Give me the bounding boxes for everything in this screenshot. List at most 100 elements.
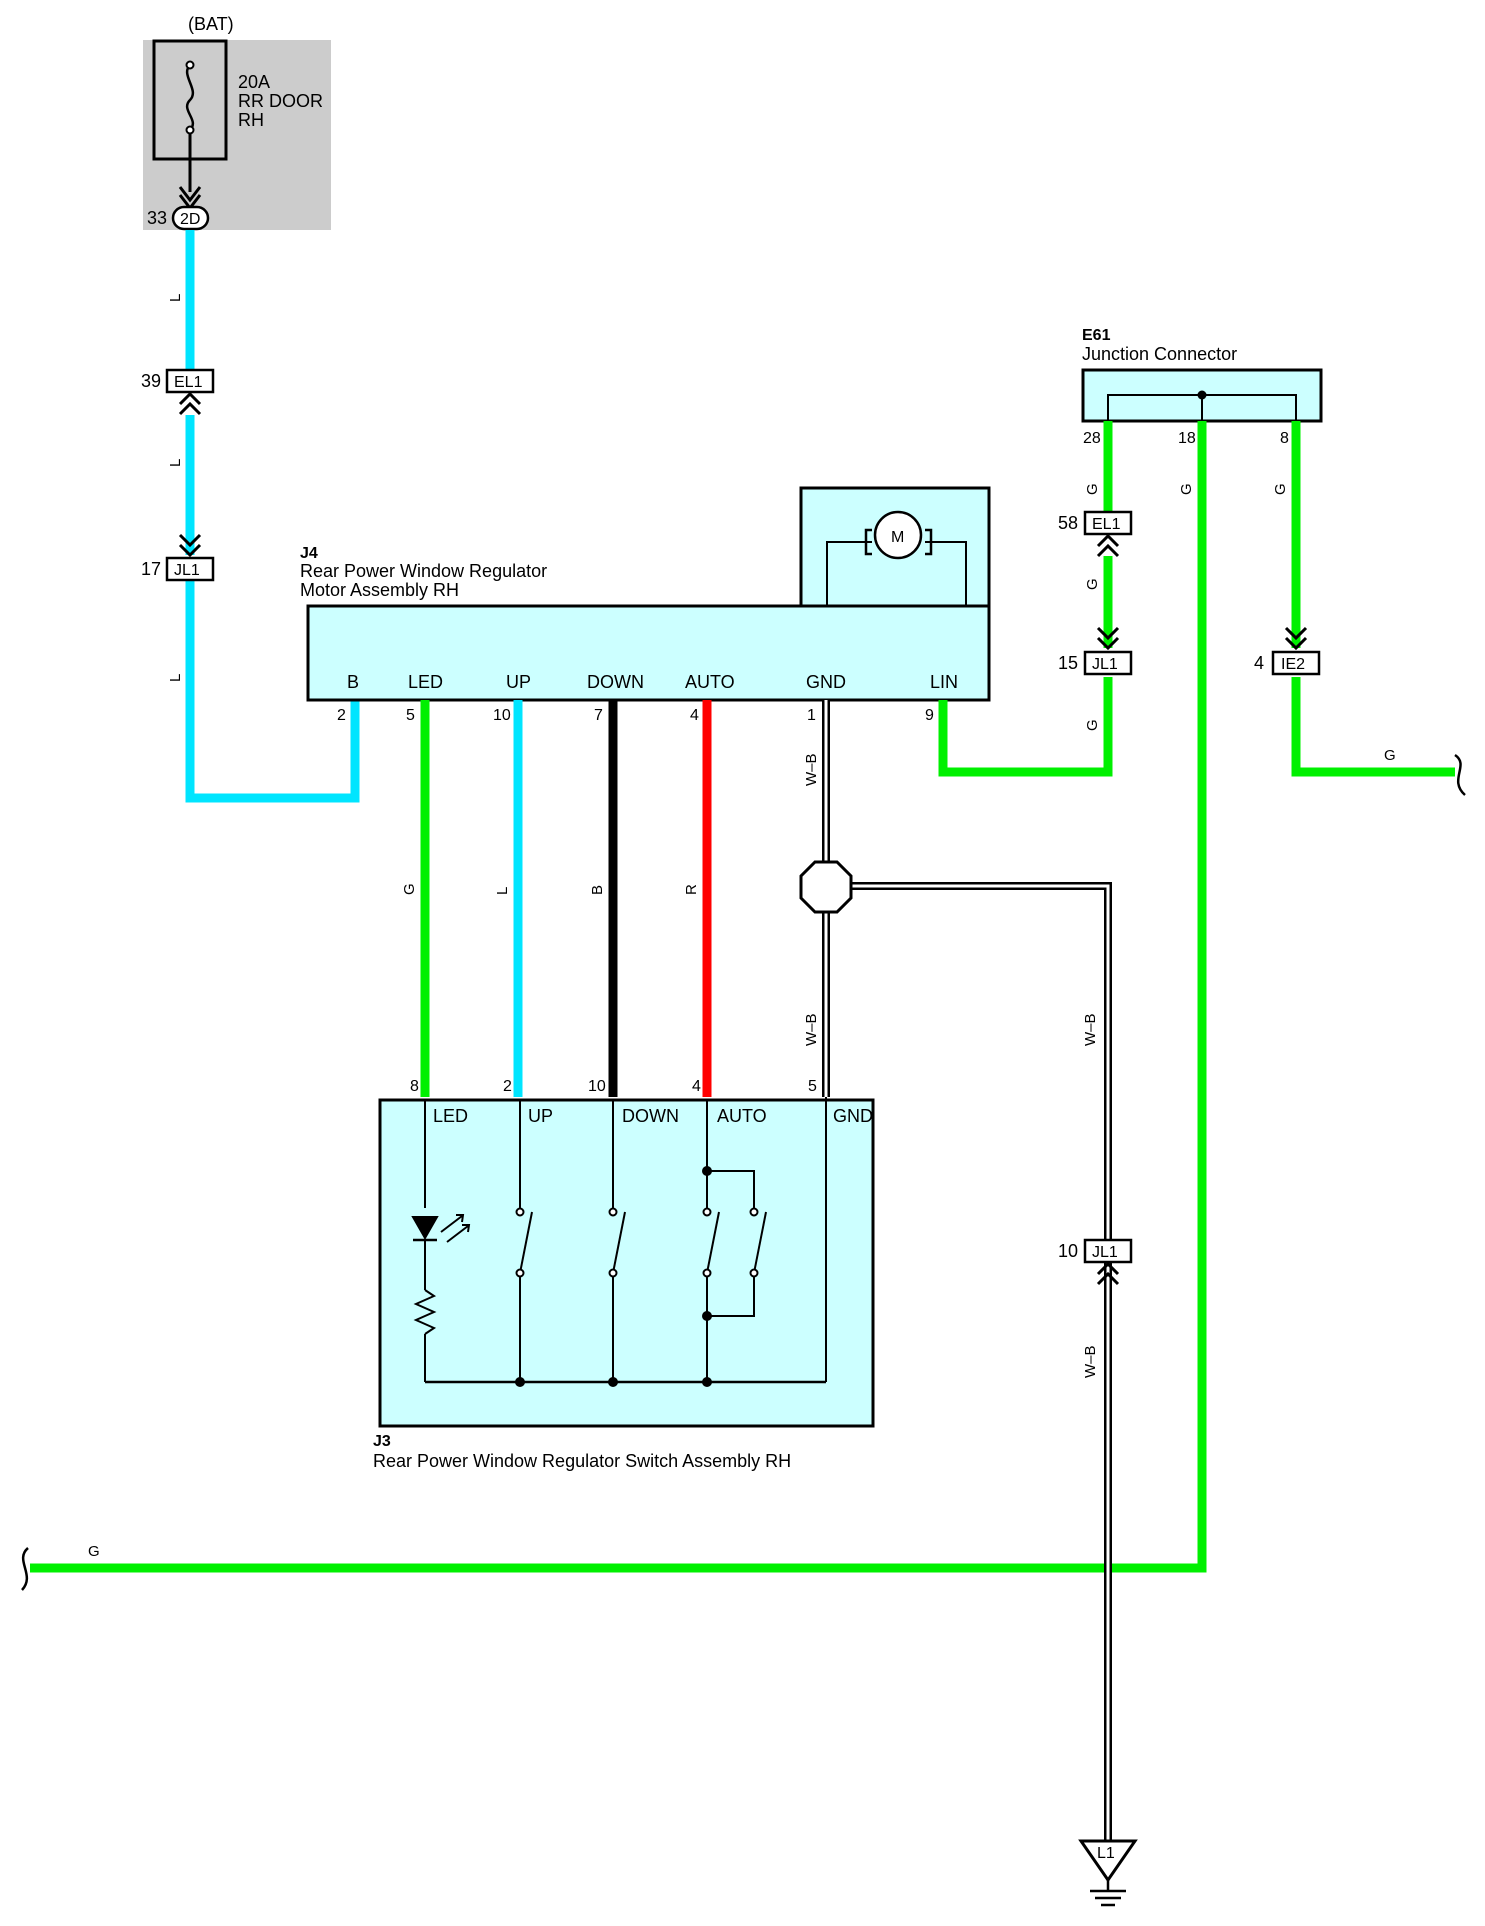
connector-jl1-left: JL1 17 <box>141 533 215 582</box>
fuse-terminal-bottom <box>185 125 195 135</box>
j4-id: J4 <box>300 545 318 562</box>
fuse-name-line1: RR DOOR <box>238 91 323 111</box>
ground-symbol <box>1078 1839 1138 1883</box>
j3-pin-auto: 4 <box>692 1078 701 1095</box>
j3-pin-up: 2 <box>503 1078 512 1095</box>
connector-jl1-ground: JL1 10 <box>1058 1238 1133 1286</box>
j4-terminal-auto: AUTO <box>685 672 735 692</box>
wire-label-g-lin-3: G <box>1084 719 1101 731</box>
e61-junction-connector: E61 Junction Connector 28 18 8 <box>1081 327 1323 447</box>
fuse-symbol <box>185 64 195 131</box>
fuse-block: (BAT) 20A RR DOOR RH 2D 33 <box>143 14 331 231</box>
connector-el1-right-pin: 58 <box>1058 513 1078 533</box>
connector-jl1-ground-pin: 10 <box>1058 1241 1078 1261</box>
wire-label-r-auto: R <box>683 884 700 895</box>
motor-label: M <box>891 529 904 546</box>
ground-id: L1 <box>1097 1845 1115 1862</box>
j4-terminal-up: UP <box>506 672 531 692</box>
j4-name-line2: Motor Assembly RH <box>300 580 459 600</box>
fuse-rating: 20A <box>238 72 270 92</box>
wire-label-g-offpage-right: G <box>1384 747 1396 764</box>
wire-label-g-e61-18: G <box>1178 483 1195 495</box>
fuse-name-line2: RH <box>238 110 264 130</box>
j4-pin-down: 7 <box>594 707 603 724</box>
wire-label-wb-4: W–B <box>1082 1345 1099 1378</box>
wire-label-l-1: L <box>167 294 184 302</box>
e61-name: Junction Connector <box>1082 344 1237 364</box>
ground-l1: L1 <box>1078 1839 1138 1907</box>
wire-led-green: G <box>401 700 430 1097</box>
wire-label-wb-2: W–B <box>803 1013 820 1046</box>
wire-b-blue: L L L <box>167 230 360 803</box>
connector-jl1-left-pin: 17 <box>141 559 161 579</box>
j4-pin-gnd: 1 <box>807 707 816 724</box>
j4-pin-lin: 9 <box>925 707 934 724</box>
connector-el1-top-pin: 39 <box>141 371 161 391</box>
connector-el1-top-id: EL1 <box>174 374 203 391</box>
j4-name-line1: Rear Power Window Regulator <box>300 561 547 581</box>
connector-jl1-right-pin: 15 <box>1058 653 1078 673</box>
wire-label-b-down: B <box>589 885 606 895</box>
j3-pin-gnd: 5 <box>808 1078 817 1095</box>
j3-terminal-gnd: GND <box>833 1106 873 1126</box>
connector-2d-pin: 33 <box>147 208 167 228</box>
offpage-break-right <box>1454 753 1466 796</box>
j4-pin-b: 2 <box>337 707 346 724</box>
connector-jl1-right-id: JL1 <box>1092 656 1118 673</box>
e61-pin-28: 28 <box>1083 430 1101 447</box>
connector-jl1-ground-id: JL1 <box>1092 1244 1118 1261</box>
wire-gnd-white-black: W–B W–B W–B W–B <box>799 700 1112 1841</box>
wire-auto-red: R <box>683 700 712 1097</box>
connector-ie2-pin: 4 <box>1254 653 1264 673</box>
wire-label-g-e61-8: G <box>1272 483 1289 495</box>
wire-lin-green: G G G <box>938 421 1113 777</box>
connector-2d-id: 2D <box>180 211 200 228</box>
j4-terminal-lin: LIN <box>930 672 958 692</box>
j3-terminal-auto: AUTO <box>717 1106 767 1126</box>
bat-label: (BAT) <box>188 14 234 34</box>
offpage-break-left <box>21 1547 29 1591</box>
wire-label-g-offpage-left: G <box>88 1543 100 1560</box>
connector-el1-right-id: EL1 <box>1092 516 1121 533</box>
j3-id: J3 <box>373 1433 391 1450</box>
e61-id: E61 <box>1082 327 1111 344</box>
j4-pin-up: 10 <box>493 707 511 724</box>
wire-label-g-led: G <box>401 883 418 895</box>
j3-terminal-down: DOWN <box>622 1106 679 1126</box>
wire-label-wb-1: W–B <box>803 753 820 786</box>
j4-terminal-gnd: GND <box>806 672 846 692</box>
connector-jl1-right: JL1 15 <box>1058 626 1133 676</box>
motor-icon <box>873 510 923 560</box>
j4-terminal-down: DOWN <box>587 672 644 692</box>
j3-body <box>378 1098 875 1428</box>
wire-e61-pin18-green: G G <box>21 421 1207 1591</box>
j4-terminal-b: B <box>347 672 359 692</box>
e61-pin-18: 18 <box>1178 430 1196 447</box>
j3-terminal-up: UP <box>528 1106 553 1126</box>
j3-name: Rear Power Window Regulator Switch Assem… <box>373 1451 791 1471</box>
ground-splice-point <box>799 860 853 914</box>
wire-label-l-2: L <box>167 459 184 467</box>
wire-label-wb-3: W–B <box>1082 1013 1099 1046</box>
j3-terminal-led: LED <box>433 1106 468 1126</box>
fuse-terminal-top <box>185 60 195 70</box>
j4-body <box>306 604 991 702</box>
connector-el1-right: EL1 58 <box>1058 510 1133 558</box>
connector-el1-top: EL1 39 <box>141 368 215 416</box>
fuse-box-background <box>143 40 331 230</box>
e61-pin-8: 8 <box>1280 430 1289 447</box>
wire-e61-pin8-green: G G <box>1272 421 1466 796</box>
connector-ie2-id: IE2 <box>1281 656 1305 673</box>
j3-pin-down: 10 <box>588 1078 606 1095</box>
connector-2d <box>171 205 210 231</box>
j3-switch-assembly: 8 2 10 4 5 LED UP DOWN AUTO GND <box>373 1078 875 1471</box>
j3-pin-led: 8 <box>410 1078 419 1095</box>
j4-pin-auto: 4 <box>690 707 699 724</box>
wire-label-l-3: L <box>167 674 184 682</box>
wire-down-black: B <box>589 700 618 1097</box>
connector-jl1-left-id: JL1 <box>174 562 200 579</box>
wire-up-blue: L <box>494 700 523 1097</box>
j4-motor-assembly: M J4 Rear Power Window Regulator Motor A… <box>300 486 991 724</box>
wire-label-g-lin-2: G <box>1084 578 1101 590</box>
